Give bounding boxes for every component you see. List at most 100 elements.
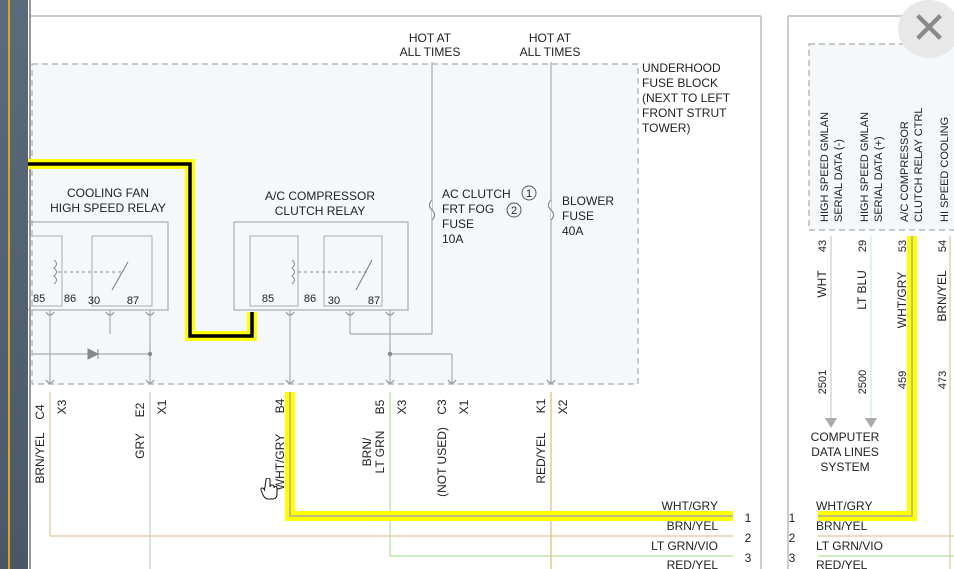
harness-right-label-3: LT GRN/VIO [816,539,883,553]
conn-b5-wire-line2: LT GRN [373,431,387,474]
module-signal-4-line1: HI SPEED COOLING [939,117,951,222]
module-circuit-1: 2501 [817,370,829,394]
conn-b4-pin: B4 [273,398,287,413]
blower-fuse-label-line1: BLOWER [562,194,614,208]
junction-dot-2 [387,351,393,357]
arrow-data-line-1 [825,418,837,428]
note-marker-2-text: 2 [511,205,517,217]
cooling-relay-pin-30: 30 [88,295,100,307]
module-signal-1-line1: HIGH SPEED GMLAN [819,112,831,222]
traced-control-path [28,162,254,338]
harness-right-num-2: 2 [789,531,796,545]
harness-right-num-3: 3 [789,551,796,565]
module-signal-1-line2: SERIAL DATA (-) [833,139,845,222]
conn-e2-connector: X1 [155,399,169,414]
ac-relay-switch-frame [323,235,383,307]
module-wire-color-3: WHT/GRY [895,272,909,328]
conn-b5-pin: B5 [373,399,387,414]
module-signal-3-line1: A/C COMPRESSOR [899,121,911,222]
diode-symbol [87,348,100,360]
power-label-1-line2: ALL TIMES [400,45,461,59]
module-signal-2-line2: SERIAL DATA (+) [873,136,885,222]
ac-relay-box [233,221,409,311]
conn-b5-wire: BRN/ [360,437,374,466]
conn-e2-pin: E2 [133,402,147,417]
data-lines-label-line2: DATA LINES [811,445,879,459]
note-marker-2 [506,202,522,218]
power-label-1-line1: HOT AT [409,31,452,45]
ac-relay-pin-87: 87 [368,295,380,307]
wire-wht-gry-right [818,236,913,517]
close-icon: ✕ [910,3,948,54]
wire-wht-gry-left [289,392,733,517]
cooling-relay-pin-86: 86 [64,293,76,305]
blower-fuse-label-line3: 40A [562,224,583,238]
close-button[interactable]: ✕ [898,0,954,58]
ac-relay-pin-30: 30 [328,295,340,307]
cooling-relay-contact [111,261,129,291]
arrow-data-line-2 [865,418,877,428]
harness-left-num-1: 1 [745,511,752,525]
ac-relay-contact [355,259,373,291]
ac-relay-coil-frame [249,235,299,307]
blower-fuse-symbol [547,199,555,221]
conn-e2-wire: GRY [133,433,147,459]
conn-c4-wire: BRN/YEL [33,432,47,484]
fuse-block-label-line1: UNDERHOOD [642,61,721,75]
conn-c3-connector: X1 [457,399,471,414]
fuse-block-label-line2: FUSE BLOCK [642,76,718,90]
module-pin-29: 29 [857,240,869,252]
ac-clutch-fuse-symbol [428,199,436,221]
data-lines-label-line3: SYSTEM [820,460,869,474]
conn-k1-connector: X2 [556,399,570,414]
module-signal-2-line1: HIGH SPEED GMLAN [859,112,871,222]
ac-clutch-fuse-label-line1: AC CLUTCH [442,187,511,201]
cooling-relay-pin-87: 87 [127,295,139,307]
cooling-relay-switch-frame [91,235,153,307]
conn-k1-pin: K1 [534,398,548,413]
harness-right-num-1: 1 [789,511,796,525]
module-signal-3-line2: CLUTCH RELAY CTRL [913,107,925,222]
highlight-wht-gry-left [285,392,733,521]
ac-relay-label-line1: A/C COMPRESSOR [265,189,375,203]
harness-right-label-1: WHT/GRY [816,499,872,513]
power-label-2-line1: HOT AT [529,31,572,45]
module-wire-color-1: WHT [815,270,829,298]
junction-dot-1 [147,351,153,357]
conn-c3-pin: C3 [435,399,449,415]
module-circuit-2: 2500 [857,370,869,394]
conn-c4-pin: C4 [33,404,47,420]
cooling-relay-pin-85: 85 [33,293,45,305]
harness-right-label-4: RED/YEL [816,558,868,569]
underhood-fuse-block-outline [31,63,639,385]
cooling-relay-label-line2: HIGH SPEED RELAY [50,201,166,215]
conn-b5-connector: X3 [395,399,409,414]
diagram-viewer[interactable]: HOT AT ALL TIMES HOT AT ALL TIMES UNDERH… [28,0,954,569]
background-accent-line [8,0,10,569]
fuse-block-label-line3: (NEXT TO LEFT [642,91,731,105]
ac-relay-pin-86: 86 [304,293,316,305]
note-marker-1-text: 1 [526,188,532,200]
note-marker-1 [521,185,537,201]
module-wire-color-4: BRN/YEL [935,270,949,322]
ac-clutch-fuse-label-line2: FRT FOG [442,202,494,216]
ac-relay-pin-85: 85 [262,293,274,305]
blower-fuse-label-line2: FUSE [562,209,594,223]
cooling-relay-coil-frame [29,235,63,307]
module-wire-color-2: LT BLU [855,270,869,310]
harness-left-label-1: WHT/GRY [662,499,718,513]
module-circuit-3: 459 [897,371,909,389]
fuse-block-label-line5: TOWER) [642,121,690,135]
conn-k1-wire: RED/YEL [534,432,548,484]
cooling-relay-coil [53,259,57,285]
module-outline [808,43,954,231]
module-pin-54: 54 [937,240,949,252]
conn-b4-wire: WHT/GRY [273,434,287,490]
hand-cursor-icon [260,478,278,500]
wiring-diagram: HOT AT ALL TIMES HOT AT ALL TIMES UNDERH… [28,0,954,569]
harness-left-num-3: 3 [745,551,752,565]
module-pin-53: 53 [897,240,909,252]
ac-relay-label-line2: CLUTCH RELAY [275,204,365,218]
harness-left-label-3: LT GRN/VIO [651,539,718,553]
cooling-relay-label-line1: COOLING FAN [67,186,149,200]
